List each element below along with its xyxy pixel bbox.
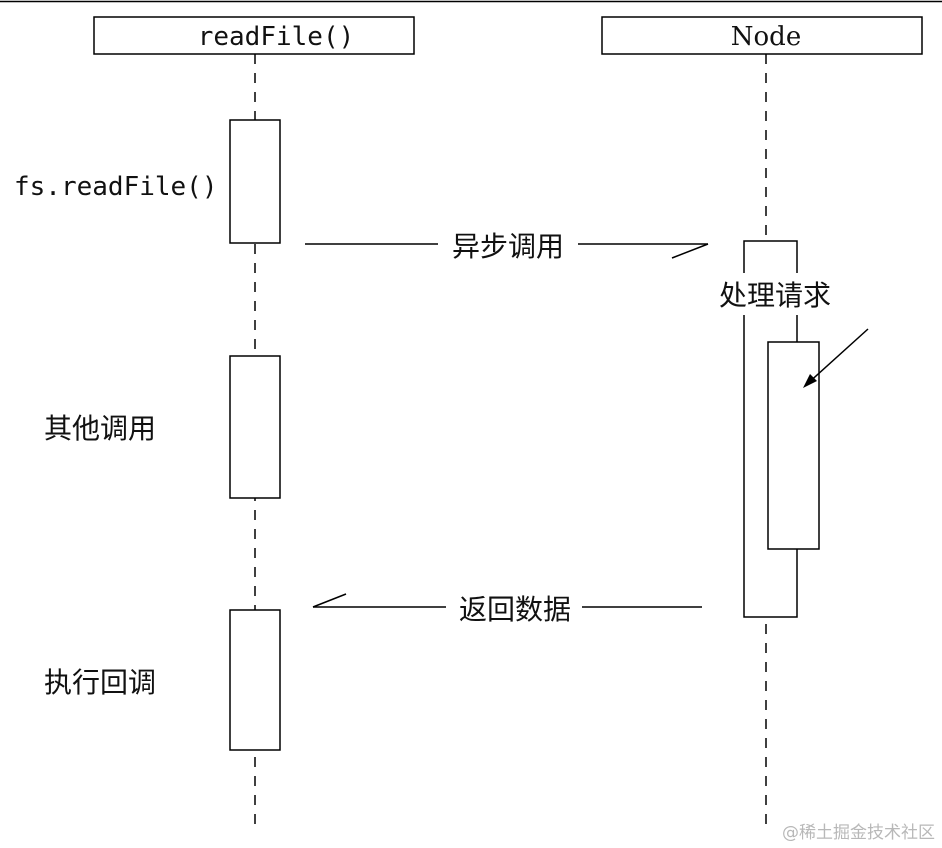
label-process-request: 处理请求 [719,279,831,312]
label-execute-callback: 执行回调 [44,666,156,699]
async-call-label: 异步调用 [452,230,564,263]
activation-other-calls [229,355,281,499]
pointer-arrow [803,328,869,388]
participant-node: Node [601,16,923,55]
participant-readfile-label: readFile() [198,22,355,52]
watermark: @稀土掘金技术社区 [782,823,935,843]
async-call-arrowhead [671,243,709,259]
process-request-label-bg [708,273,842,315]
label-other-calls: 其他调用 [44,412,156,445]
activation-execute-callback [229,609,281,751]
activation-node-inner [767,341,820,550]
pointer-arrow-shaft [805,328,869,386]
message-async-call: 异步调用 [305,230,709,263]
participant-node-label: Node [731,22,801,52]
message-return-data: 返回数据 [312,593,702,626]
participant-readfile: readFile() [93,16,415,55]
pointer-arrow-head [803,374,817,388]
label-fs-readfile: fs.readFile() [14,172,218,202]
return-data-label: 返回数据 [459,593,571,626]
participant-readfile-box [93,16,415,55]
activation-readfile-call [229,119,281,244]
participant-node-box [601,16,923,55]
return-data-arrowhead [312,593,347,608]
